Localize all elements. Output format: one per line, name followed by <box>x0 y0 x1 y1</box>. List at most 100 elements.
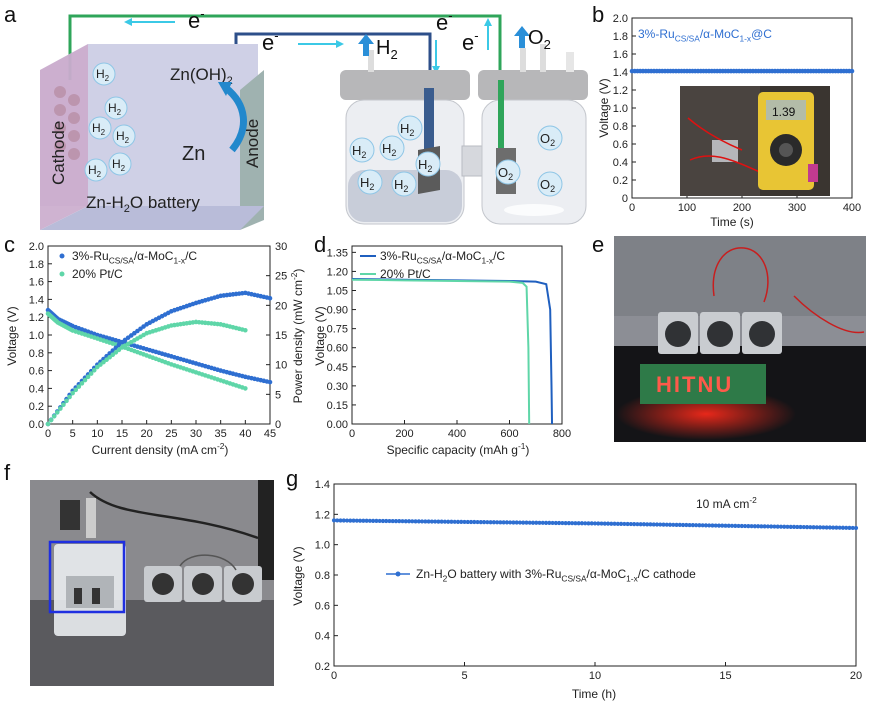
series-g-point <box>628 521 633 527</box>
series-g-point <box>586 521 591 526</box>
series-g-point <box>762 524 767 529</box>
panel-f-letter: f <box>4 460 11 485</box>
x-tick-label: 15 <box>116 428 128 440</box>
x-tick-label: 0 <box>45 428 51 440</box>
series-c-point <box>113 345 119 351</box>
series-g-point <box>716 523 722 528</box>
y2-tick-label: 10 <box>275 360 287 372</box>
series-g-point <box>354 518 359 523</box>
electron-label-left: e- <box>262 28 279 55</box>
svg-text:O2: O2 <box>540 177 555 194</box>
x-tick-label: 45 <box>264 428 276 440</box>
series-g-point <box>495 520 500 525</box>
arrow-head-icon <box>218 82 232 96</box>
svg-text:H2: H2 <box>400 121 414 138</box>
series-g-point <box>596 521 601 526</box>
y-tick-label: 0.45 <box>327 362 348 374</box>
series-g-point <box>442 519 448 524</box>
series-g-point <box>632 522 637 527</box>
series-g-point <box>465 519 470 525</box>
series-g-point <box>488 520 493 525</box>
series-c-point <box>54 410 60 415</box>
series-g-point <box>557 520 562 526</box>
legend-c-1: 20% Pt/C <box>72 267 123 281</box>
series-g-point <box>795 524 800 530</box>
y-tick-label: 0.00 <box>327 419 348 431</box>
y-tick-label: 0.75 <box>327 324 348 336</box>
series-g-point <box>341 518 346 523</box>
series-g-point <box>687 522 692 528</box>
series-g-point <box>827 525 833 530</box>
y-tick-label: 0.2 <box>29 401 44 413</box>
zn-reaction-arrow <box>223 85 247 153</box>
series-g-point <box>694 523 699 528</box>
y-tick-label: 0.6 <box>613 139 628 151</box>
x-tick-label: 35 <box>215 428 227 440</box>
series-g-point <box>498 520 503 525</box>
series-c-point <box>113 350 119 355</box>
series-g-point <box>384 518 389 524</box>
battery-h2-bubbles <box>84 62 136 182</box>
series-g-point <box>449 519 454 524</box>
series-c-point <box>48 417 54 423</box>
jar-h2-labels: H2 H2 H2 H2 H2 H2 <box>352 121 432 194</box>
y-tick-label: 0.4 <box>29 383 44 395</box>
series-g-point <box>436 519 441 524</box>
electron-label-far: e- <box>462 28 479 55</box>
svg-text:H2: H2 <box>394 177 408 194</box>
series-g-point <box>648 522 653 527</box>
series-c-point <box>138 326 143 332</box>
x-tick-label: 200 <box>395 428 413 440</box>
series-g-point <box>351 518 356 523</box>
series-g-point <box>844 525 849 530</box>
series-g-point <box>814 525 819 530</box>
zn-label: Zn <box>182 143 205 165</box>
series-c-point <box>116 342 122 348</box>
series-g-point <box>508 520 513 525</box>
series-g-point <box>439 519 444 524</box>
series-c-point <box>267 379 273 385</box>
series-g-point <box>736 523 741 529</box>
series-g-point <box>782 524 787 529</box>
series-c-point <box>76 384 82 389</box>
series-c-point <box>51 413 57 419</box>
y-tick-label: 0.4 <box>315 631 330 643</box>
y-tick-label: 1.0 <box>315 540 330 552</box>
series-g-point <box>560 520 565 526</box>
y-tick-label: 0.30 <box>327 381 348 393</box>
y-tick-label: 1.2 <box>315 509 330 521</box>
series-g-point <box>576 521 581 526</box>
series-c-point <box>243 327 248 333</box>
series-g-point <box>374 518 379 523</box>
y-tick-label: 1.2 <box>613 85 628 97</box>
series-c-point <box>128 333 134 338</box>
panel-g-letter: g <box>286 466 299 491</box>
series-c-point <box>116 347 122 353</box>
y-tick-label: 0 <box>622 193 628 205</box>
series-g-point <box>573 521 578 526</box>
series-g-point <box>410 519 415 524</box>
series-g-point <box>514 520 519 525</box>
series-g-point <box>468 519 474 525</box>
series-c-point <box>243 386 248 391</box>
series-g-point <box>641 522 647 527</box>
x-tick-label: 200 <box>733 202 751 214</box>
series-g-point <box>455 519 461 524</box>
series-g-point <box>426 519 431 524</box>
series-g-point <box>619 521 624 526</box>
x-tick-label: 40 <box>239 428 251 440</box>
series-c-point <box>107 354 112 360</box>
series-c-point <box>110 352 116 358</box>
battery-h2-labels: H2 H2 H2 H2 H2 H2 <box>88 67 130 179</box>
series-c-point <box>95 364 100 370</box>
series-b-point <box>849 68 855 74</box>
series-g-point <box>785 524 790 529</box>
series-g-point <box>808 525 813 530</box>
series-g-point <box>824 525 829 530</box>
y2-tick-label: 30 <box>275 241 287 253</box>
series-g-point <box>491 520 496 525</box>
series-g-point <box>746 524 751 529</box>
